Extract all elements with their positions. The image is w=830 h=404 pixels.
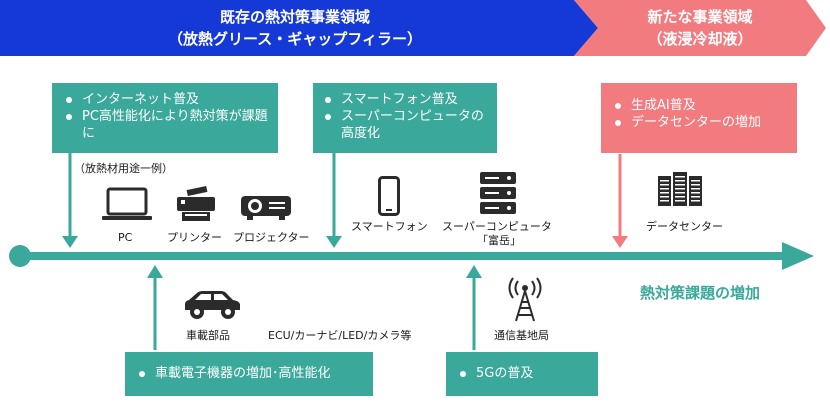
ai-down-arrowhead (612, 236, 628, 248)
car-icon (185, 291, 240, 319)
list-item: 生成AI普及 (609, 97, 789, 114)
cell-tower-icon (508, 277, 542, 322)
header-banner (0, 0, 826, 56)
timeline-arrowhead (782, 242, 814, 270)
base-station-label: 通信基地局 (494, 329, 549, 342)
datacenter-label: データセンター (646, 220, 723, 233)
ai-era-box: 生成AI普及 データセンターの増加 (601, 83, 797, 153)
smartphone-label: スマートフォン (351, 220, 428, 233)
supercomputer-name-label: 「富岳」 (477, 234, 521, 247)
new-domain-banner (574, 0, 826, 56)
datacenter-icon (658, 172, 702, 206)
list-item: 5Gの普及 (454, 365, 590, 382)
pc-label: PC (118, 231, 133, 244)
projector-icon (241, 196, 291, 220)
car-up-arrowhead (147, 265, 163, 278)
car-electronics-box: 車載電子機器の増加･高性能化 (125, 352, 373, 396)
fiveg-box: 5Gの普及 (446, 352, 598, 396)
list-item: インターネット普及 (60, 91, 270, 108)
printer-icon (177, 185, 215, 221)
fiveg-up-arrowhead (466, 265, 482, 278)
laptop-icon (102, 187, 152, 220)
server-icon (480, 172, 516, 214)
internet-down-arrowhead (62, 236, 78, 248)
list-item: データセンターの増加 (609, 114, 789, 131)
existing-domain-banner (0, 0, 598, 56)
new-domain-title: 新たな事業領域 （液浸冷却液） (647, 8, 753, 48)
list-item: スーパーコンピュータの高度化 (319, 108, 491, 142)
projector-label: プロジェクター (233, 231, 310, 244)
supercomputer-label: スーパーコンピュータ (442, 220, 552, 233)
smartphone-era-box: スマートフォン普及 スーパーコンピュータの高度化 (313, 83, 497, 153)
printer-label: プリンター (167, 231, 222, 244)
list-item: スマートフォン普及 (319, 91, 491, 108)
list-item: PC高性能化により熱対策が課題に (60, 108, 270, 142)
smartphone-down-arrowhead (326, 236, 342, 248)
car-examples-label: ECU/カーナビ/LED/カメラ等 (268, 329, 412, 342)
timeline-bar (20, 252, 790, 260)
internet-era-box: インターネット普及 PC高性能化により熱対策が課題に (52, 83, 278, 153)
list-item: 車載電子機器の増加･高性能化 (133, 365, 365, 382)
car-parts-label: 車載部品 (186, 329, 230, 342)
application-example-label: （放熱材用途一例） (74, 162, 173, 175)
heat-issue-increase-label: 熱対策課題の増加 (640, 284, 761, 302)
smartphone-icon (378, 176, 400, 216)
existing-domain-title: 既存の熱対策事業領域 （放熱グリース・ギャップフィラー） (168, 8, 422, 48)
